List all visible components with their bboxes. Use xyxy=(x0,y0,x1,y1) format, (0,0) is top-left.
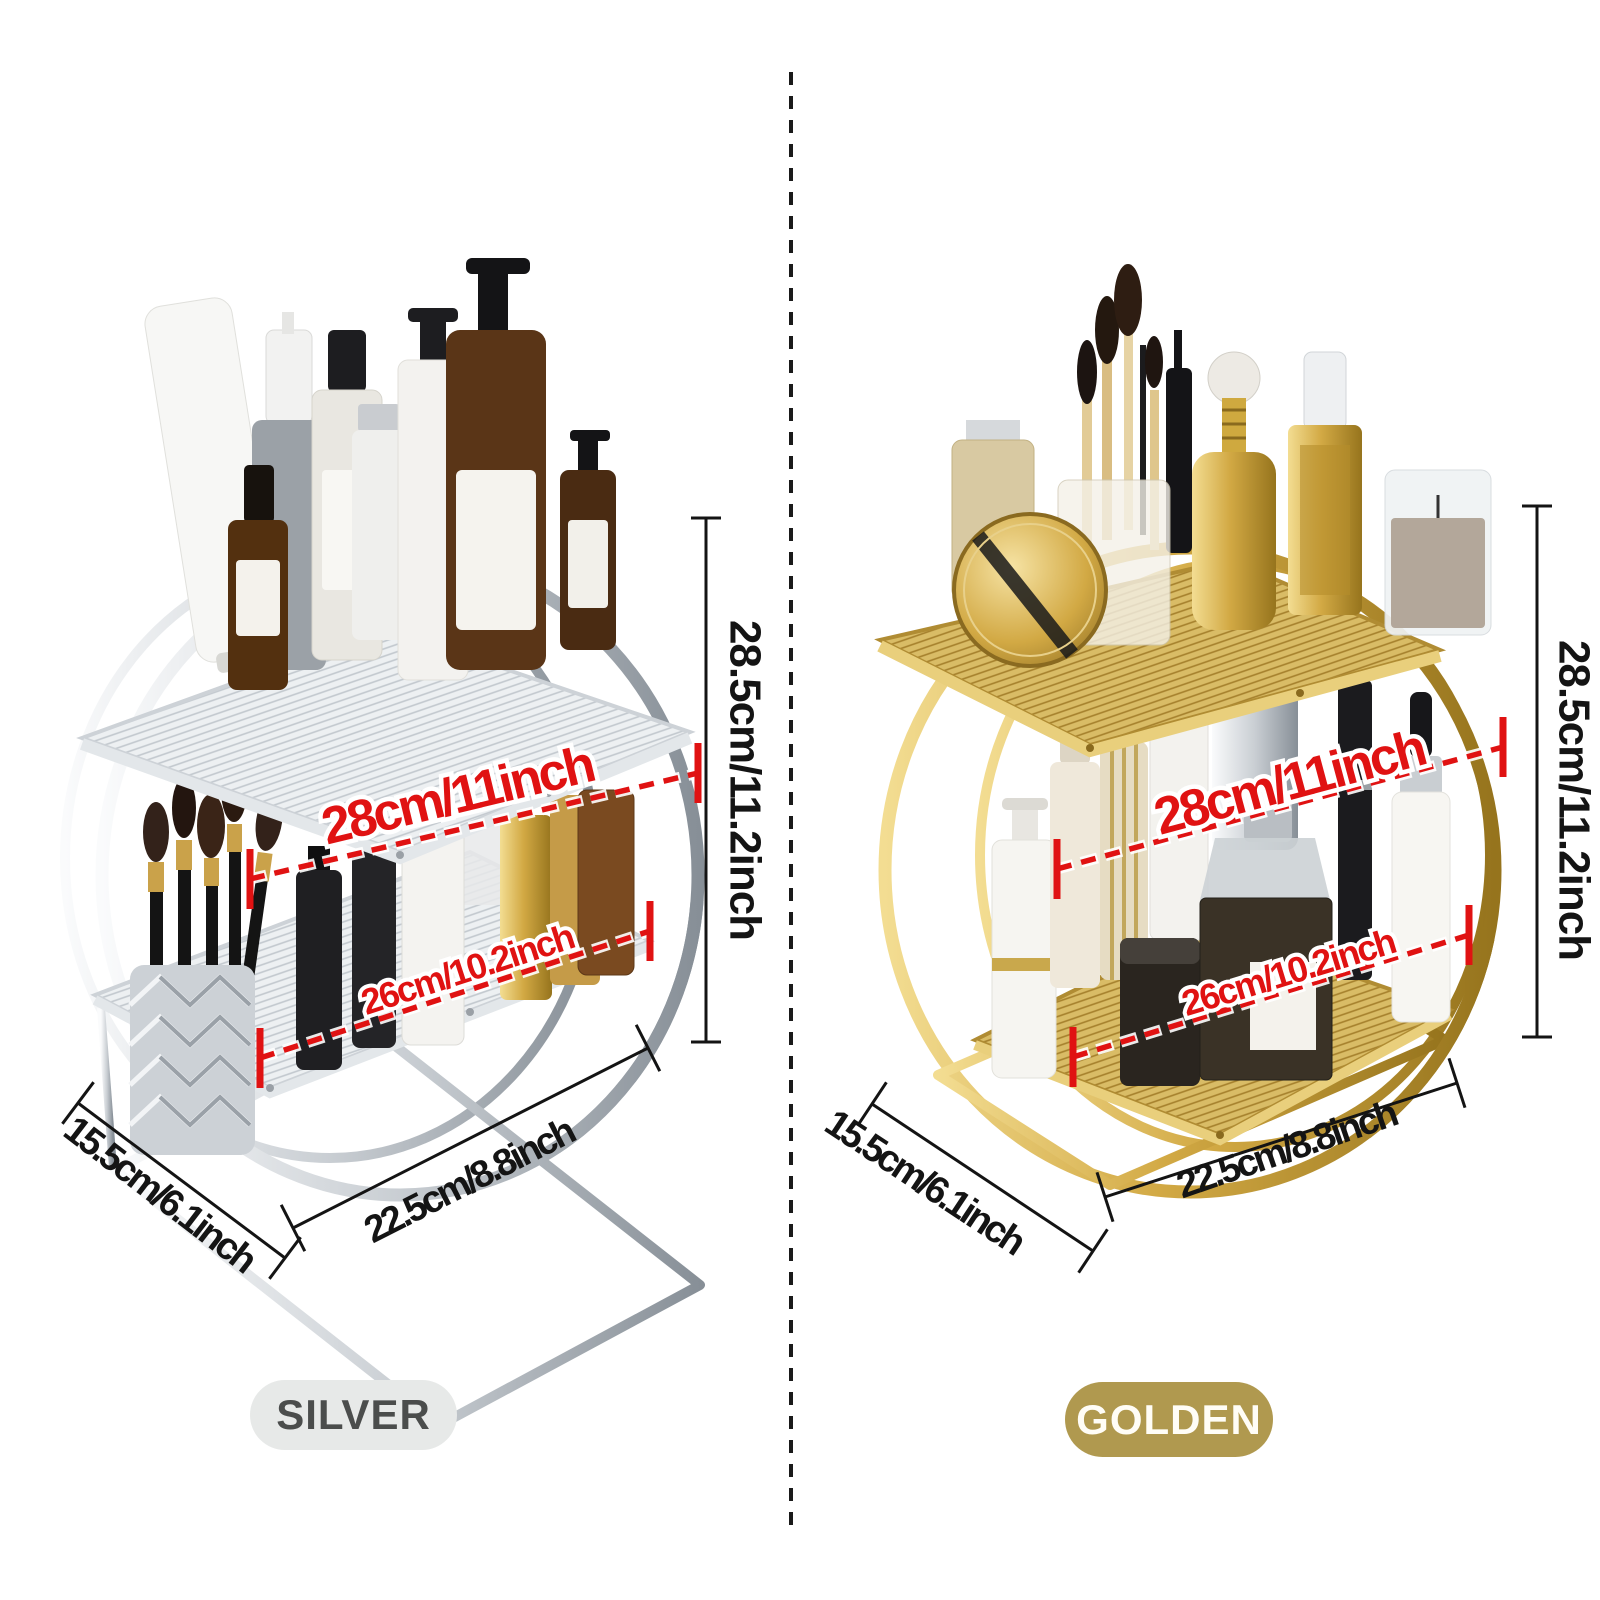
shelf-screw xyxy=(466,1008,474,1016)
golden-top-shelf-items xyxy=(951,264,1492,668)
candle-in-glass xyxy=(1384,469,1492,636)
golden-height-label: 28.5cm/11.2inch xyxy=(1549,640,1598,960)
shelf-screw xyxy=(544,789,552,797)
amber-pump-bottle xyxy=(446,258,546,670)
crystal-brush-cup xyxy=(128,965,255,1155)
silver-lower-shelf-items xyxy=(128,758,635,1155)
shelf-screw xyxy=(266,1084,274,1092)
shelf-screw xyxy=(396,851,404,859)
silver-leg xyxy=(97,1007,117,1169)
mascara-tube xyxy=(1166,330,1192,553)
gold-perfume-sphere-top xyxy=(1192,351,1276,630)
amber-dropper-bottle xyxy=(228,465,288,690)
white-dropper-bottle xyxy=(1391,692,1451,1023)
crystal-perfume-bottle xyxy=(1199,792,1333,1081)
silver-height-label: 28.5cm/11.2inch xyxy=(720,620,769,940)
golden-lower-shelf-rim xyxy=(973,1010,1453,1146)
gold-cylinder xyxy=(500,815,552,1000)
golden-lower-shelf-items xyxy=(991,652,1451,1086)
silver-organizer-photo xyxy=(60,258,705,1430)
silver-cap-bottle xyxy=(352,404,406,640)
black-spray-bottle xyxy=(352,852,396,1048)
silver-top-shelf-items xyxy=(144,258,616,690)
dark-cosmetic-jar xyxy=(1120,938,1200,1086)
black-spray-bottle xyxy=(296,870,342,1070)
gold-flacon-clear-stopper xyxy=(1288,351,1362,615)
gold-compact-mirror xyxy=(952,512,1108,668)
shelf-screw xyxy=(1296,689,1304,697)
shelf-screw xyxy=(1216,1131,1224,1139)
golden-variant-badge: GOLDEN xyxy=(1065,1382,1273,1457)
small-amber-pump-bottle xyxy=(560,430,616,650)
makeup-brushes xyxy=(1077,264,1163,550)
golden-organizer-photo xyxy=(874,264,1502,1199)
shelf-screw xyxy=(1086,744,1094,752)
white-pump-bottle xyxy=(991,798,1057,1079)
silver-variant-badge: SILVER xyxy=(250,1380,457,1450)
